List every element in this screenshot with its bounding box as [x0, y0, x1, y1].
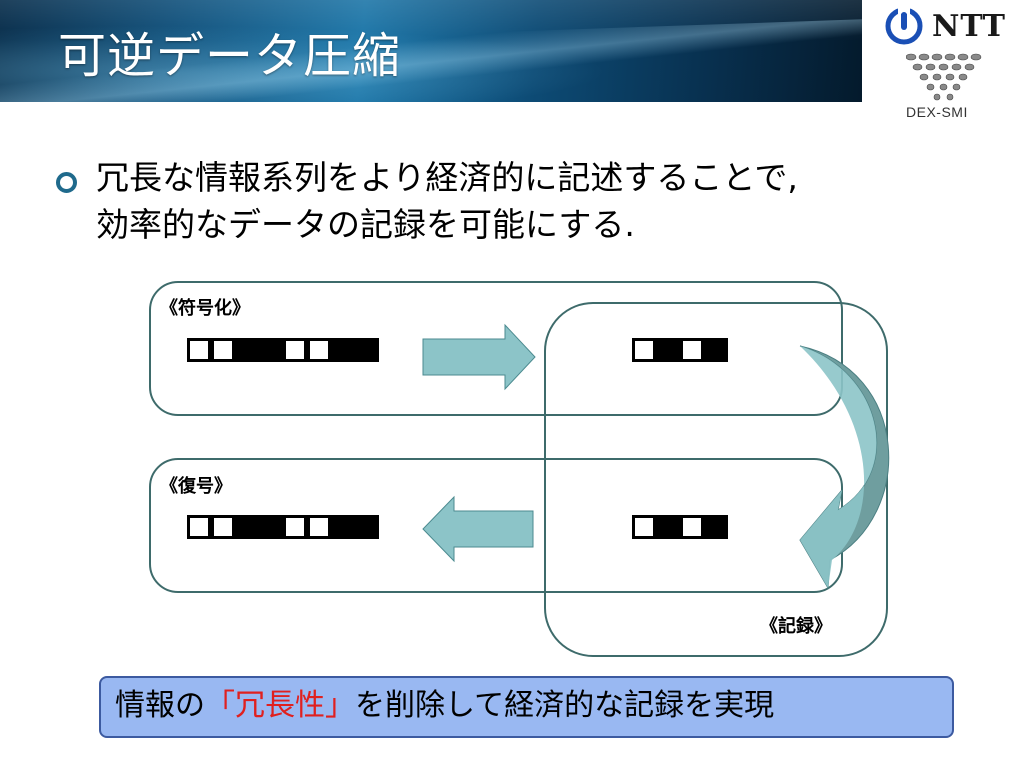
encode-compressed-sequence [632, 338, 728, 362]
encode-label: 《符号化》 [160, 298, 250, 319]
sequence-cell-white [635, 518, 653, 536]
logo-dot [946, 93, 954, 101]
sequence-cell-black [262, 341, 280, 359]
decode-compressed-sequence [632, 515, 728, 539]
sequence-cell-black [238, 518, 256, 536]
dotted-funnel-icon [906, 53, 982, 101]
record-curved-arrow-highlight [800, 346, 877, 588]
logo-dot [952, 83, 961, 91]
ntt-logo: NTT DEX-SMI [872, 4, 1020, 124]
bullet-line-1: 冗長な情報系列をより経済的に記述することで, [96, 158, 798, 197]
encode-arrow [422, 323, 536, 391]
sequence-cell-black [334, 341, 352, 359]
logo-dot [938, 63, 949, 71]
sequence-cell-black [659, 341, 677, 359]
sequence-cell-white [214, 518, 232, 536]
sequence-cell-white [683, 518, 701, 536]
decode-original-sequence [187, 515, 379, 539]
logo-dot [944, 53, 956, 61]
sequence-cell-black [358, 341, 376, 359]
sequence-cell-black [707, 341, 725, 359]
sequence-cell-black [334, 518, 352, 536]
summary-box: 情報の「冗長性」を削除して経済的な記録を実現 [99, 676, 954, 738]
logo-dot [970, 53, 982, 61]
ntt-logo-wordmark: NTT [884, 6, 1006, 46]
bullet-line-2: 効率的なデータの記録を可能にする. [96, 205, 635, 244]
summary-text-after: を削除して経済的な記録を実現 [355, 688, 775, 723]
logo-dot [912, 63, 923, 71]
logo-dot [906, 53, 917, 61]
title-banner [0, 0, 862, 102]
slide-title: 可逆データ圧縮 [58, 28, 402, 84]
logo-subtitle: DEX-SMI [906, 104, 968, 120]
sequence-cell-white [286, 518, 304, 536]
bullet-text: 冗長な情報系列をより経済的に記述することで, 効率的なデータの記録を可能にする. [96, 154, 976, 248]
sequence-cell-white [310, 518, 328, 536]
summary-text-before: 情報の [115, 688, 205, 723]
encode-original-sequence [187, 338, 379, 362]
sequence-cell-black [659, 518, 677, 536]
sequence-cell-black [358, 518, 376, 536]
encode-box [149, 281, 843, 416]
sequence-cell-black [238, 341, 256, 359]
sequence-cell-black [707, 518, 725, 536]
decode-label: 《復号》 [160, 476, 232, 497]
logo-dot [919, 73, 929, 81]
ntt-brand-text: NTT [932, 8, 1007, 44]
sequence-cell-white [635, 341, 653, 359]
logo-dot [939, 83, 948, 91]
logo-dot [932, 73, 942, 81]
logo-dot [957, 53, 969, 61]
sequence-cell-white [683, 341, 701, 359]
bullet-marker [56, 172, 77, 193]
logo-dot [945, 73, 955, 81]
sequence-cell-black [262, 518, 280, 536]
logo-dot [925, 63, 936, 71]
logo-dot [964, 63, 975, 71]
logo-dot [933, 93, 941, 101]
logo-dot [926, 83, 935, 91]
sequence-cell-white [190, 341, 208, 359]
logo-dot [951, 63, 962, 71]
decode-arrow [422, 495, 534, 563]
record-label: 《記録》 [760, 616, 832, 637]
sequence-cell-white [310, 341, 328, 359]
sequence-cell-white [214, 341, 232, 359]
logo-dot [931, 53, 943, 61]
ntt-swirl-icon [885, 6, 923, 45]
sequence-cell-white [190, 518, 208, 536]
logo-dot [958, 73, 968, 81]
sequence-cell-white [286, 341, 304, 359]
summary-highlight: 「冗長性」 [205, 688, 355, 723]
logo-dot [918, 53, 930, 61]
